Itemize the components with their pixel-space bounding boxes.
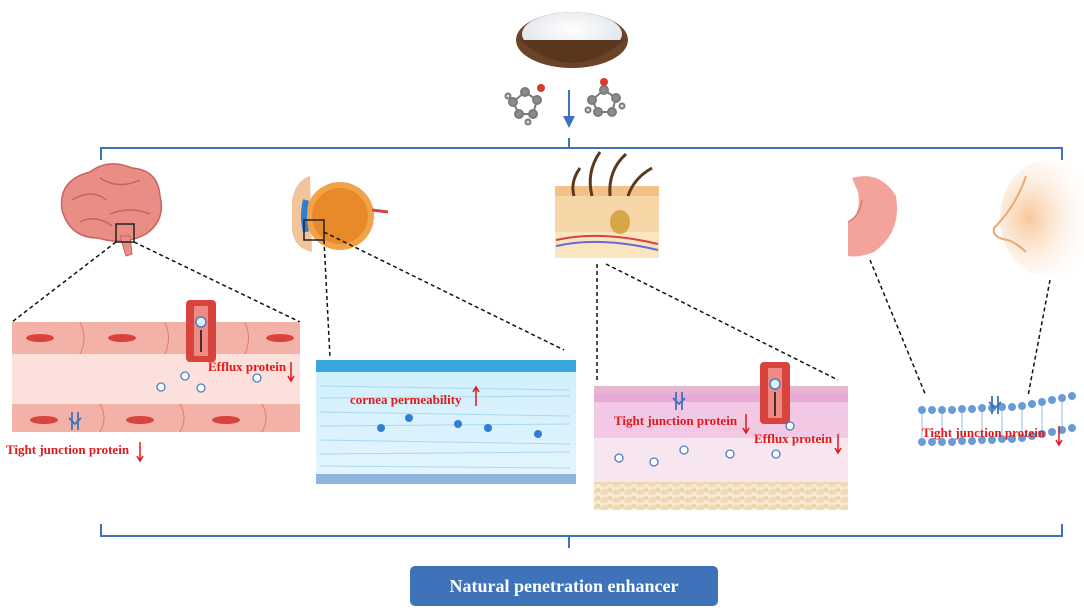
- brain-endothelium-panel: [12, 300, 300, 433]
- down-arrow: [742, 414, 750, 435]
- zoom-line: [1027, 279, 1051, 397]
- label-skin-efflux: Efflux protein: [754, 431, 833, 446]
- nasal-membrane-panel: [918, 392, 1076, 446]
- zoom-line: [323, 231, 565, 351]
- zoom-line: [323, 239, 331, 359]
- label-cornea-permeability: cornea permeability: [350, 392, 462, 407]
- molecule-icon: [584, 78, 626, 117]
- skin-panel: [594, 362, 848, 510]
- title-banner: Natural penetration enhancer: [410, 566, 718, 606]
- down-arrow: [834, 434, 842, 455]
- label-brain-tight-junction: Tight junction protein: [6, 442, 130, 457]
- efflux-pump-icon: [760, 362, 790, 424]
- bottom-bracket: [100, 524, 1063, 548]
- stomach-icon: [847, 176, 898, 257]
- tight-junction-icon: [672, 392, 686, 410]
- title-text: Natural penetration enhancer: [449, 575, 679, 596]
- eye-icon: [292, 176, 389, 252]
- skin-icon: [555, 151, 659, 258]
- zoom-line: [133, 241, 301, 323]
- molecule-icon: [504, 84, 545, 126]
- zoom-line: [605, 263, 839, 381]
- down-arrow: [1055, 426, 1063, 447]
- top-bracket: [100, 138, 1063, 160]
- label-nasal-tight-junction: Tight junction protein: [922, 425, 1046, 440]
- efflux-pump-icon: [186, 300, 216, 362]
- brain-icon: [60, 163, 163, 257]
- up-arrow: [472, 385, 480, 406]
- tight-junction-icon: [988, 396, 1002, 414]
- down-arrow: [287, 362, 295, 383]
- zoom-line: [869, 259, 927, 397]
- nose-icon: [992, 160, 1084, 276]
- zoom-line: [11, 241, 117, 323]
- tight-junction-icon: [68, 412, 82, 430]
- cornea-panel: [316, 360, 576, 484]
- salt-bowl-icon: [516, 12, 628, 68]
- label-skin-tight-junction: Tight junction protein: [614, 413, 738, 428]
- label-brain-efflux: Efflux protein: [208, 359, 287, 374]
- down-arrow: [136, 442, 144, 463]
